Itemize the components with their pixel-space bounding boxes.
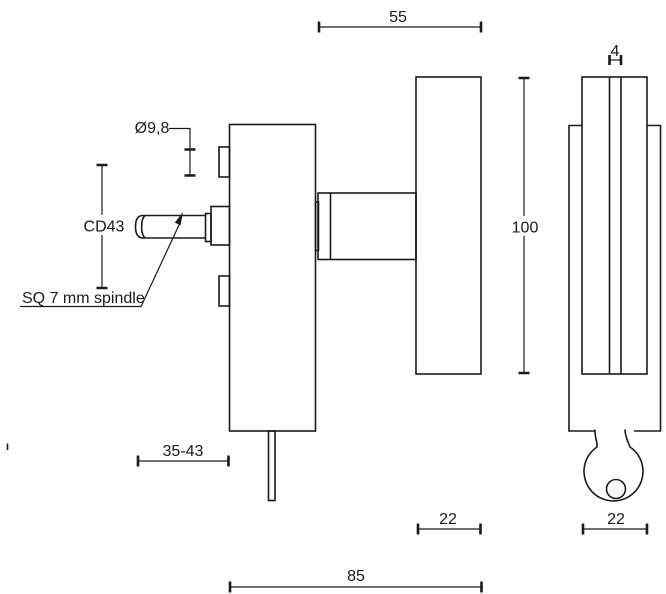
dimension-85: 85 xyxy=(228,568,483,593)
side-plate-outline xyxy=(568,124,662,432)
dim-4-label: 4 xyxy=(611,43,620,60)
lock-rod xyxy=(267,430,276,502)
neck-mount-step xyxy=(314,201,320,252)
spindle-step xyxy=(204,212,212,243)
dim-diameter-label: Ø9,8 xyxy=(135,120,170,137)
dimension-55: 55 xyxy=(317,9,483,33)
spindle-hub xyxy=(210,205,231,246)
dim-35-43-label: 35-43 xyxy=(163,443,204,460)
dimension-35-43: 35-43 xyxy=(136,443,230,467)
spindle-note-label: SQ 7 mm spindle xyxy=(22,290,145,307)
backplate-upper-lug xyxy=(218,146,231,178)
knob-front-outline xyxy=(415,76,482,375)
backplate-outline xyxy=(228,123,317,432)
front-view xyxy=(134,76,482,502)
dim-22-side-label: 22 xyxy=(607,511,625,528)
key-bow-hole xyxy=(605,478,627,500)
key-bow-outline xyxy=(583,429,644,502)
knob-neck xyxy=(317,192,417,261)
spindle-shaft-end-arc xyxy=(140,214,146,239)
knob-side-outline xyxy=(581,76,648,375)
dim-cd43-label: CD43 xyxy=(84,219,125,236)
side-view xyxy=(568,76,662,502)
spindle-callout: SQ 7 mm spindle xyxy=(20,212,183,308)
dim-85-label: 85 xyxy=(347,568,365,585)
dimension-cd43: CD43 xyxy=(82,163,126,290)
backplate-lower-lug xyxy=(218,275,231,307)
dimension-22-front: 22 xyxy=(416,511,482,535)
dim-100-label: 100 xyxy=(512,220,539,237)
spindle-shaft xyxy=(134,214,206,239)
dimension-22-side: 22 xyxy=(581,511,649,535)
dimension-diameter-9-8: Ø9,8 xyxy=(135,120,196,177)
leader-arrowhead xyxy=(174,212,183,226)
dim-22-front-label: 22 xyxy=(439,511,457,528)
dimension-4: 4 xyxy=(608,43,623,65)
dim-55-label: 55 xyxy=(389,9,407,26)
dimension-100: 100 xyxy=(507,76,543,375)
